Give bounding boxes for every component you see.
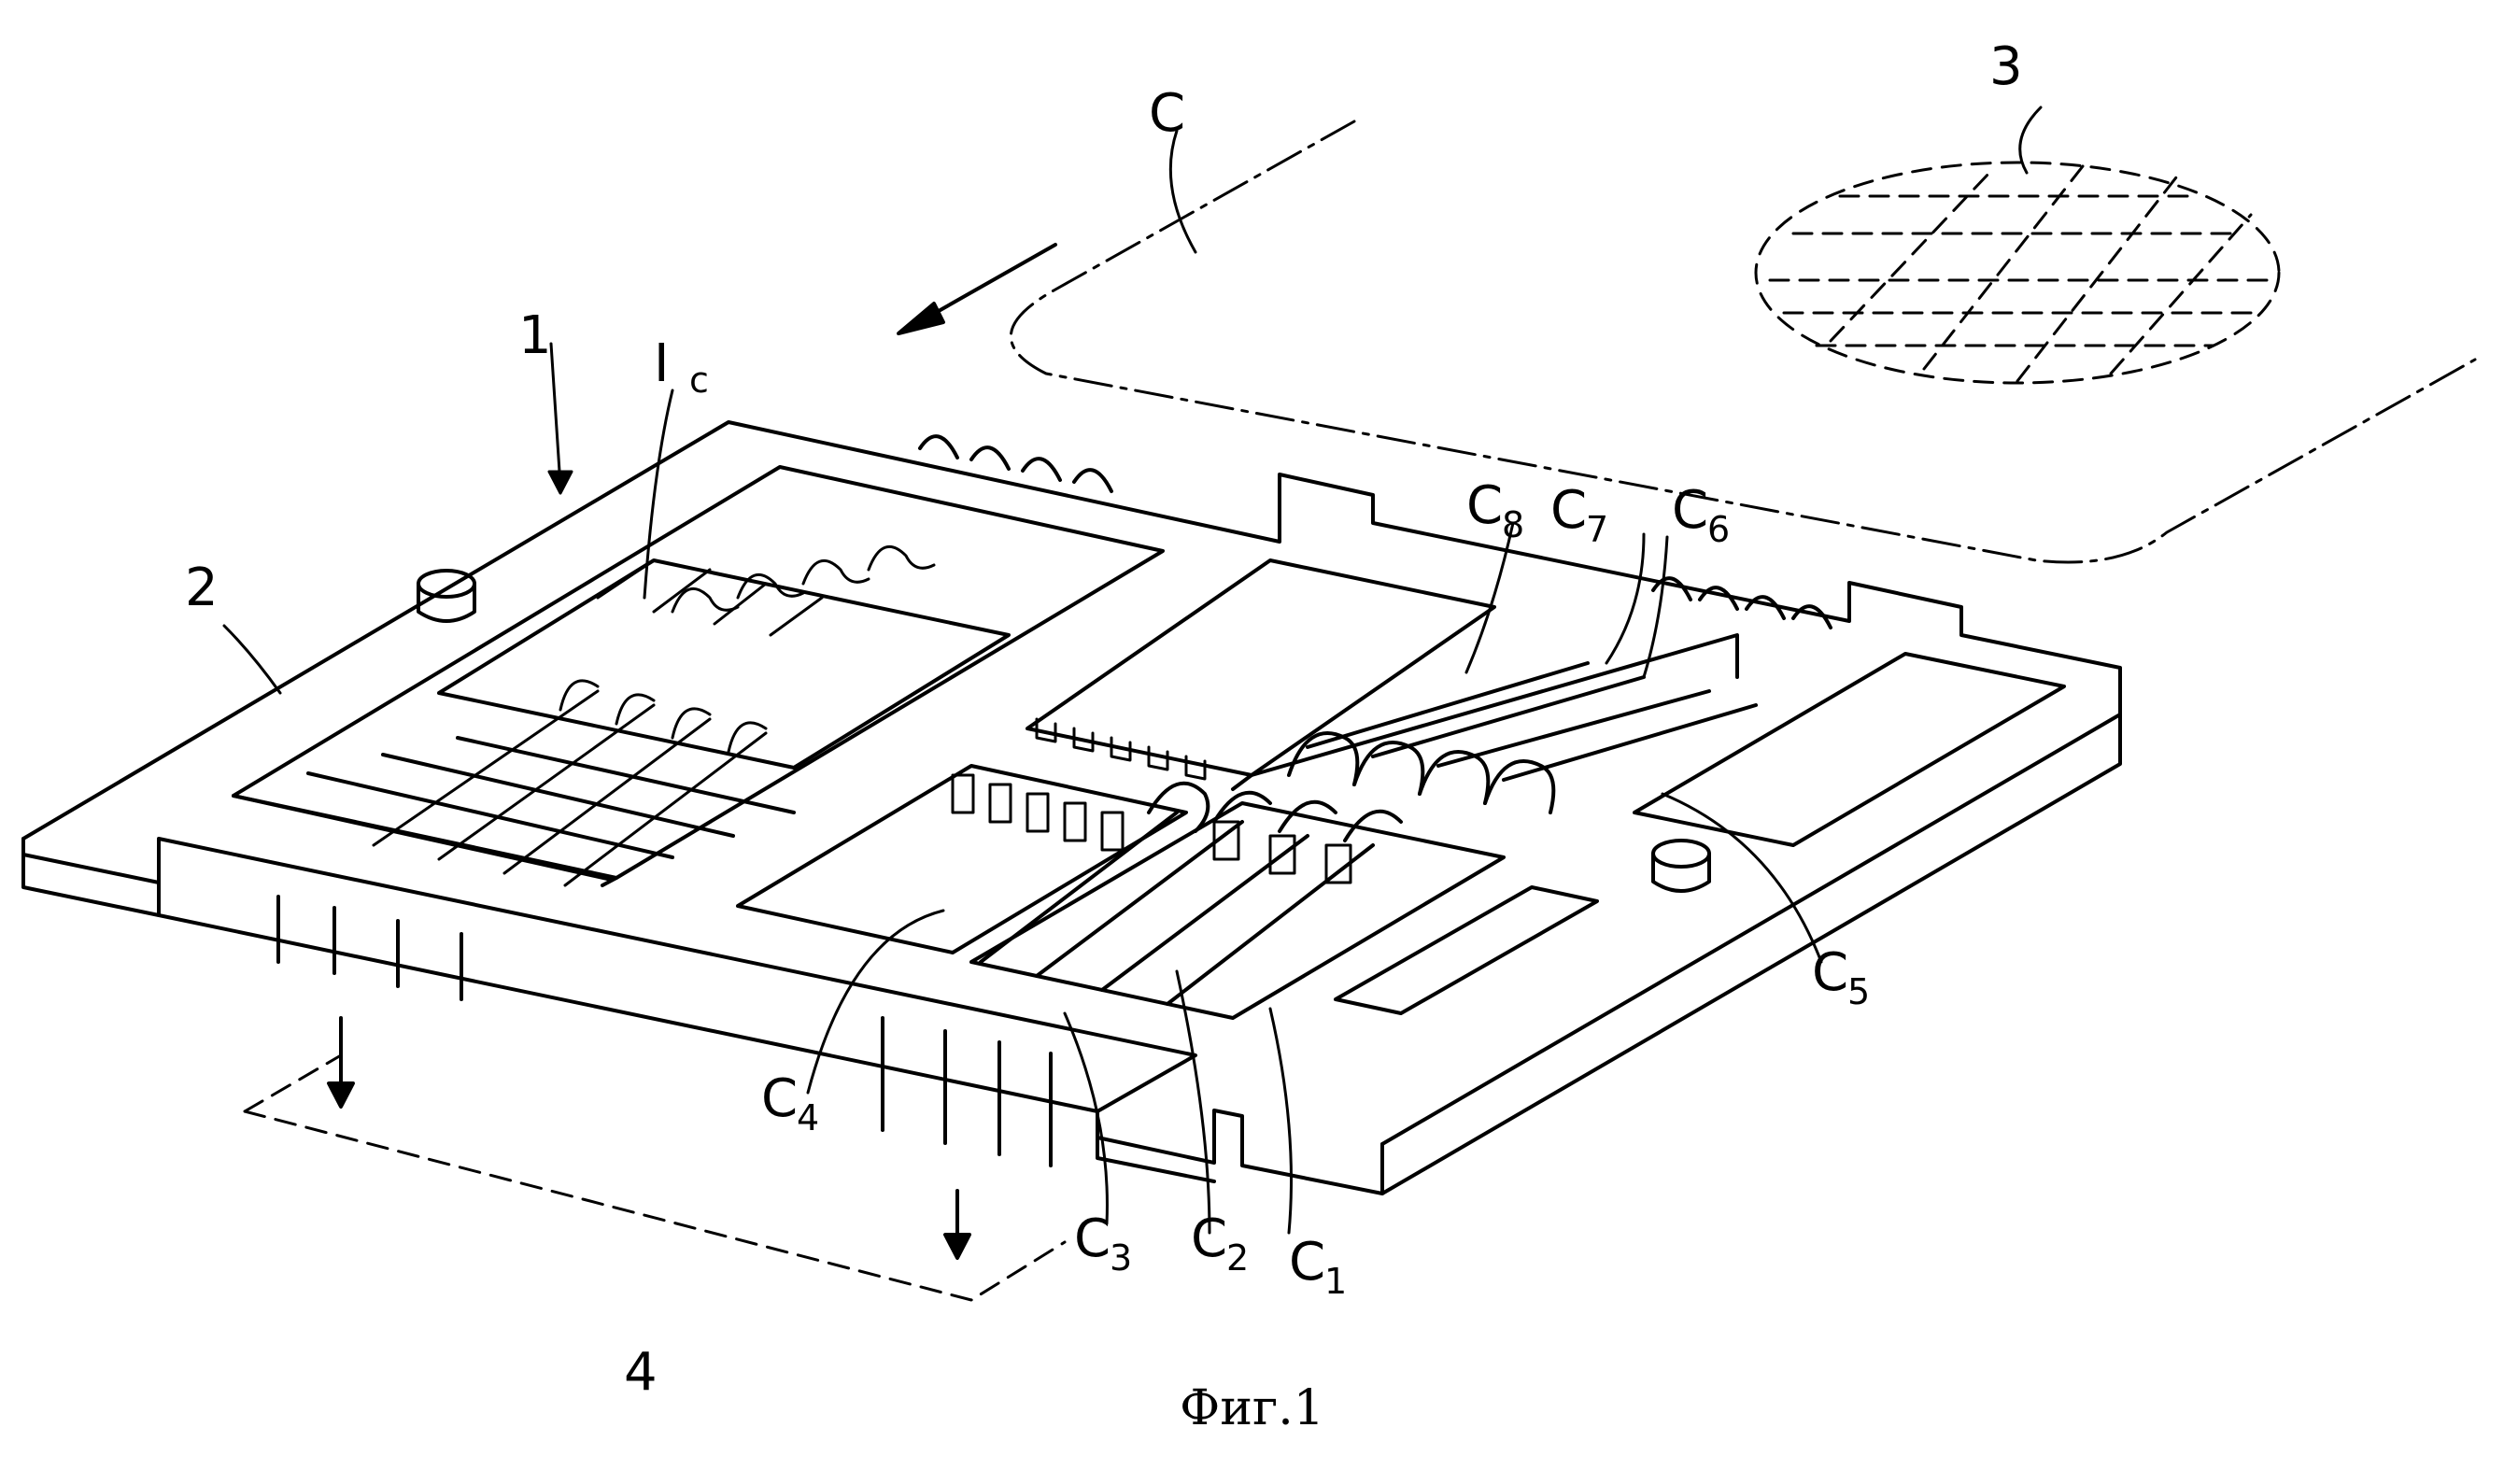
card-outline bbox=[1011, 121, 2475, 562]
label-ic-sub: c bbox=[689, 360, 709, 401]
label-c2: C bbox=[1191, 1208, 1227, 1269]
label-c6: C bbox=[1672, 480, 1708, 541]
label-ic: I bbox=[654, 333, 670, 394]
label-c7-sub: 7 bbox=[1586, 509, 1608, 550]
mounting-arrows bbox=[329, 1018, 969, 1258]
pcb-4 bbox=[245, 1055, 1065, 1300]
wafer-3 bbox=[1756, 163, 2279, 383]
centre-bays bbox=[738, 560, 2064, 1018]
label-c8: C bbox=[1466, 475, 1503, 536]
spring-contacts bbox=[981, 663, 1756, 1004]
label-c1: C bbox=[1289, 1232, 1325, 1293]
base-plate-2 bbox=[23, 422, 2120, 1194]
insertion-arrow bbox=[898, 245, 1055, 333]
label-c7: C bbox=[1550, 480, 1587, 541]
label-c2-sub: 2 bbox=[1226, 1237, 1249, 1279]
label-c4: C bbox=[761, 1068, 798, 1129]
label-card: C bbox=[1149, 83, 1185, 144]
label-c3: C bbox=[1074, 1208, 1111, 1269]
solder-tails bbox=[278, 897, 1051, 1166]
label-1: 1 bbox=[518, 305, 552, 366]
label-c6-sub: 6 bbox=[1707, 509, 1730, 550]
label-3: 3 bbox=[1989, 36, 2023, 97]
label-c3-sub: 3 bbox=[1110, 1237, 1132, 1279]
label-c5: C bbox=[1812, 942, 1848, 1003]
label-2: 2 bbox=[185, 558, 219, 618]
label-c4-sub: 4 bbox=[797, 1097, 819, 1138]
leader-lines bbox=[224, 107, 2041, 1233]
label-c1-sub: 1 bbox=[1324, 1261, 1347, 1302]
figure-caption: Фиг.1 bbox=[0, 1380, 2504, 1436]
label-c8-sub: 8 bbox=[1502, 504, 1524, 545]
label-c5-sub: 5 bbox=[1847, 971, 1870, 1012]
